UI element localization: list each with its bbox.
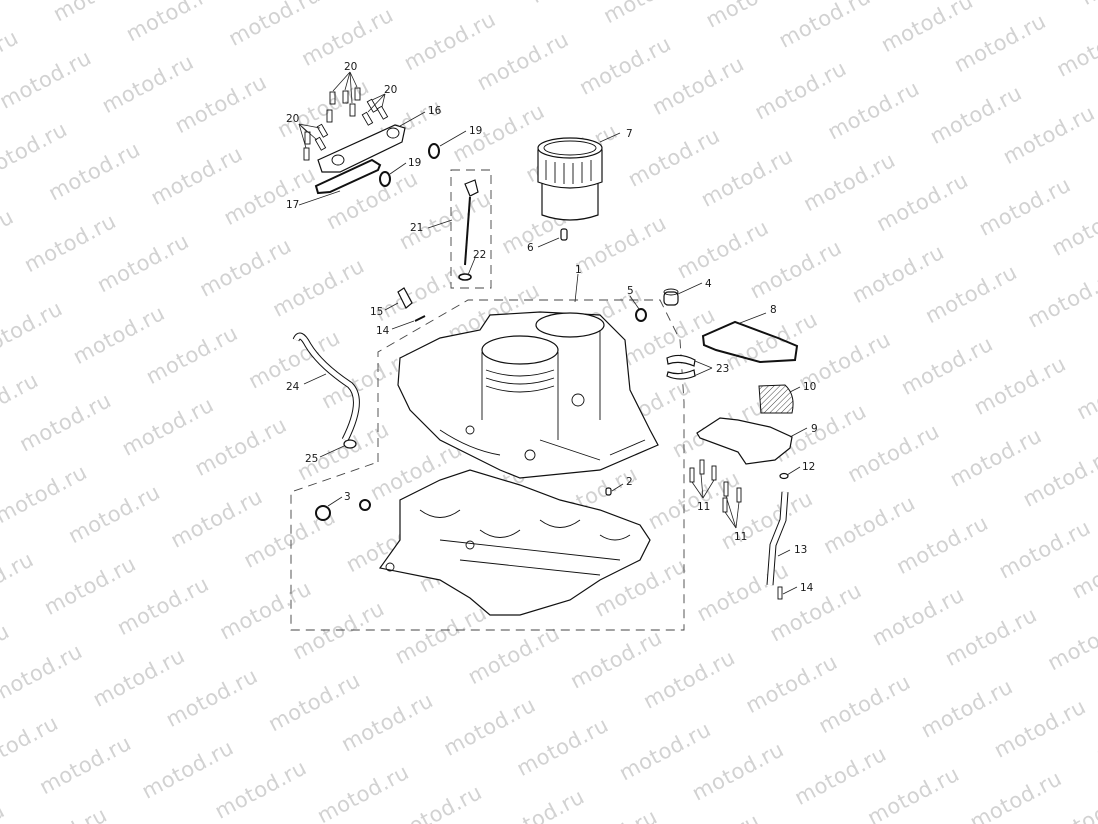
bolt-group-20-top[interactable] <box>326 87 389 126</box>
o-ring-22[interactable] <box>458 273 472 281</box>
callout-11a[interactable]: 11 <box>697 501 710 513</box>
crankcase-upper-1[interactable] <box>397 311 659 479</box>
callout-16[interactable]: 15 <box>370 306 383 318</box>
callout-19b[interactable]: 19 <box>408 157 421 169</box>
crankcase-lower[interactable] <box>378 469 651 616</box>
plug-seals-3[interactable] <box>315 499 371 521</box>
assembly-boundary <box>290 299 685 631</box>
callout-labels: 20 20 20 16 19 19 17 7 6 21 22 15 14 1 5… <box>286 61 818 594</box>
bolt-14[interactable] <box>777 586 783 600</box>
plug-4[interactable] <box>663 288 679 306</box>
dowel-pin-6[interactable] <box>560 228 568 241</box>
bearing-shells-23[interactable] <box>666 354 696 380</box>
callout-21[interactable]: 21 <box>410 222 423 234</box>
breather-hose-24[interactable] <box>292 332 360 442</box>
callout-23[interactable]: 23 <box>716 363 729 375</box>
callout-17[interactable]: 16 <box>428 105 442 117</box>
callout-9[interactable]: 9 <box>811 423 818 435</box>
callout-13[interactable]: 13 <box>794 544 807 556</box>
clip-25[interactable] <box>343 439 357 449</box>
o-ring-19-upper[interactable] <box>428 143 440 159</box>
dipstick-boundary <box>450 169 492 289</box>
o-ring-12[interactable] <box>779 472 789 480</box>
breather-fitting-16[interactable] <box>397 287 413 309</box>
dowel-2[interactable] <box>605 487 612 496</box>
callout-25[interactable]: 25 <box>305 453 318 465</box>
bolt-group-20-left[interactable] <box>303 123 329 161</box>
callout-1[interactable]: 1 <box>575 264 582 276</box>
leader-lines <box>298 71 808 595</box>
callout-20c[interactable]: 20 <box>286 113 299 125</box>
callout-4[interactable]: 4 <box>705 278 712 290</box>
callout-7[interactable]: 7 <box>626 128 633 140</box>
callout-19a[interactable]: 19 <box>469 125 482 137</box>
gasket-8[interactable] <box>701 320 799 364</box>
callout-8[interactable]: 8 <box>770 304 777 316</box>
manifold-cover-17[interactable] <box>317 124 406 173</box>
callout-3[interactable]: 3 <box>344 491 351 503</box>
spring-pin-15[interactable] <box>414 315 426 322</box>
callout-14-label[interactable]: 14 <box>800 582 814 594</box>
cover-9[interactable] <box>696 417 793 465</box>
callout-6[interactable]: 6 <box>527 242 534 254</box>
cylinder-liner-7[interactable] <box>537 137 603 221</box>
callout-2[interactable]: 2 <box>626 476 633 488</box>
callout-12[interactable]: 12 <box>802 461 815 473</box>
dipstick-21[interactable] <box>464 179 479 266</box>
callout-24[interactable]: 24 <box>286 381 300 393</box>
callout-11b[interactable]: 11 <box>734 531 747 543</box>
o-ring-5[interactable] <box>635 308 647 322</box>
filter-screen-10[interactable] <box>758 384 794 414</box>
callout-18[interactable]: 17 <box>286 199 299 211</box>
callout-15[interactable]: 14 <box>376 325 390 337</box>
callout-22[interactable]: 22 <box>473 249 486 261</box>
callout-20a[interactable]: 20 <box>344 61 357 73</box>
callout-10[interactable]: 10 <box>803 381 816 393</box>
o-ring-19-lower[interactable] <box>379 171 391 187</box>
callout-5[interactable]: 5 <box>627 285 634 297</box>
bolts-11-left[interactable] <box>689 459 717 483</box>
gasket-18[interactable] <box>314 158 382 195</box>
callout-20b[interactable]: 20 <box>384 84 397 96</box>
